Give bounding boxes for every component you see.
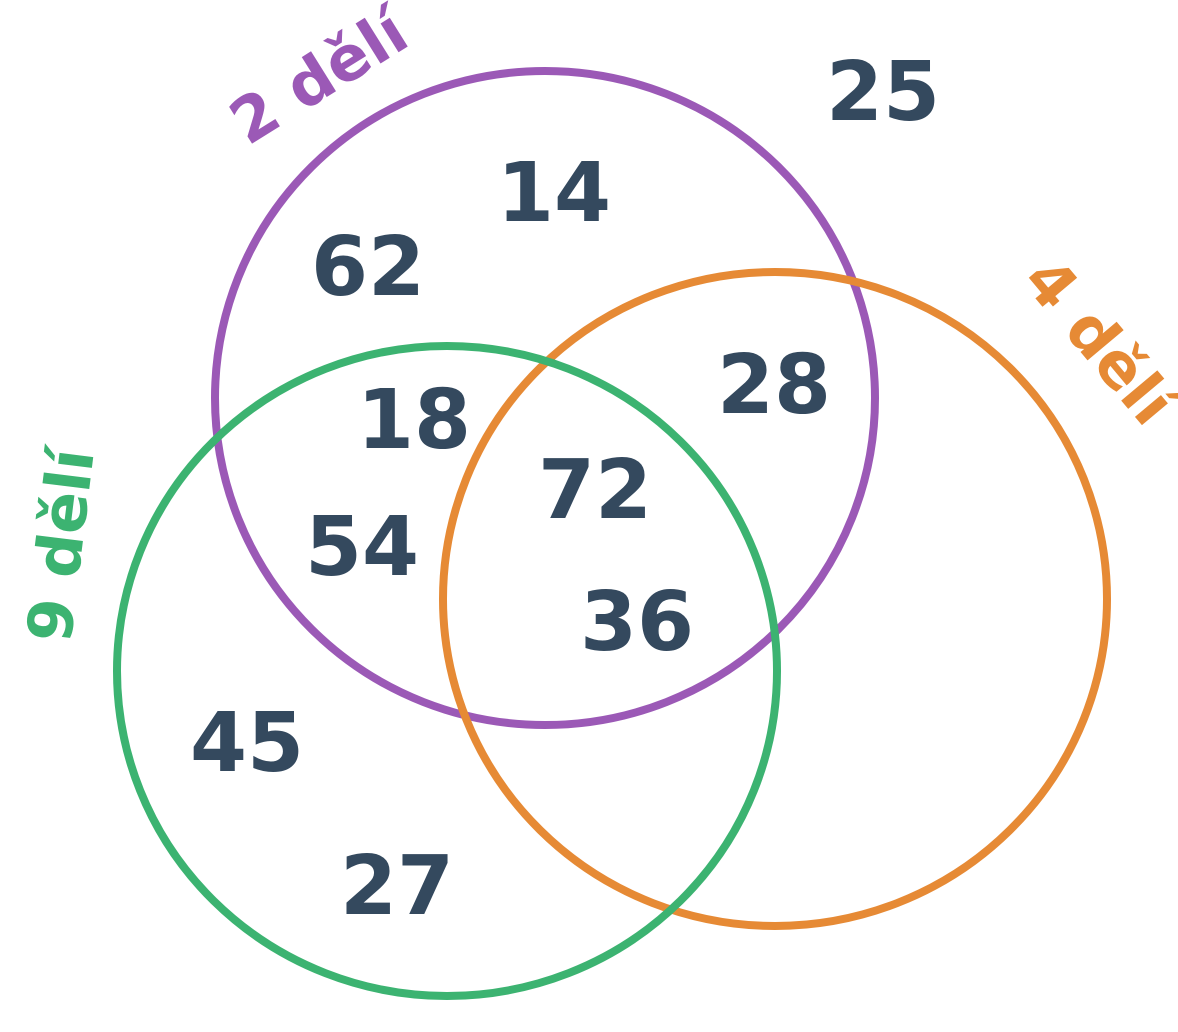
number-only-two: 14: [497, 146, 611, 241]
label-two: 2 dělí: [217, 0, 422, 159]
label-four: 4 dělí: [1009, 244, 1178, 441]
number-all-three: 72: [538, 443, 652, 538]
circle-nine: [113, 342, 781, 1000]
number-only-two: 62: [311, 220, 425, 315]
label-nine: 9 dělí: [13, 442, 109, 646]
number-only-nine: 45: [190, 696, 304, 791]
number-outside: 25: [826, 45, 940, 140]
circle-four: [439, 268, 1111, 930]
number-all-three: 36: [580, 575, 694, 670]
number-two-four: 28: [717, 338, 831, 433]
number-two-nine: 54: [305, 500, 419, 595]
number-two-nine: 18: [357, 373, 471, 468]
number-only-nine: 27: [340, 839, 454, 934]
circle-two: [211, 67, 879, 729]
